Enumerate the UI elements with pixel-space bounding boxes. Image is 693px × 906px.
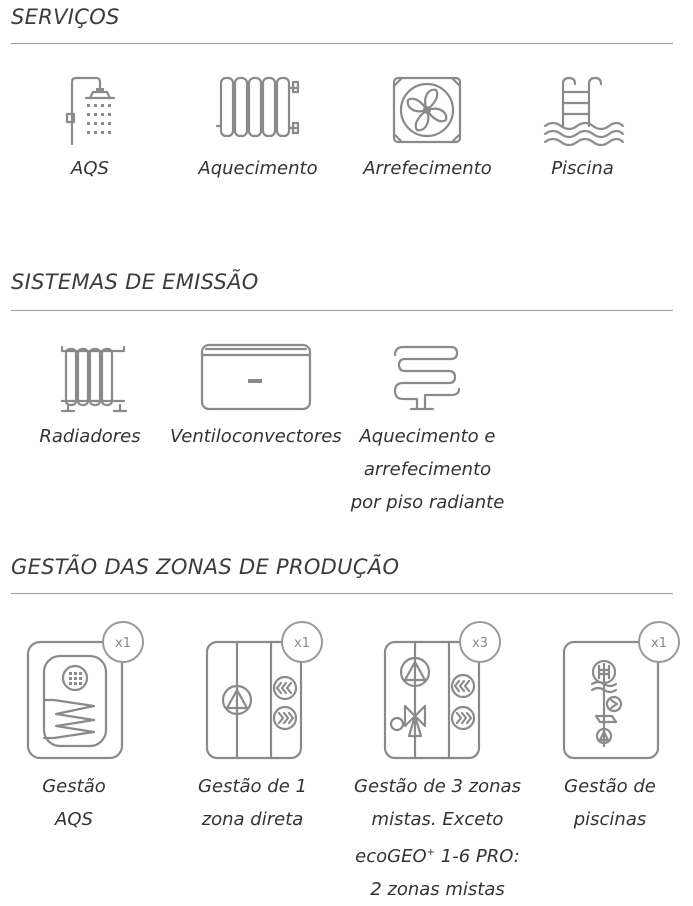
shower-icon	[60, 76, 120, 150]
fan-coil-icon	[200, 343, 312, 415]
section-title-servicos: SERVIÇOS	[11, 5, 120, 29]
dhw-tank-icon: x1	[26, 620, 151, 766]
badge-count: x1	[294, 636, 310, 651]
section-title-gestao: GESTÃO DAS ZONAS DE PRODUÇÃO	[11, 555, 400, 579]
service-label-aquecimento: Aquecimento	[198, 158, 318, 179]
service-label-aqs: AQS	[71, 158, 109, 179]
section-divider	[11, 43, 673, 44]
badge-count: x1	[651, 636, 667, 651]
pool-management-icon: x1	[562, 620, 687, 766]
service-label-arrefecimento: Arrefecimento	[363, 158, 492, 179]
radiator-icon	[58, 343, 128, 417]
direct-zone-icon: x1	[205, 620, 330, 766]
section-divider	[11, 593, 673, 594]
mixed-zones-icon: x3	[383, 620, 508, 766]
zone-label-direta: Gestão de 1 zona direta	[198, 776, 307, 830]
badge-count: x3	[472, 636, 488, 651]
radiator-icon	[215, 76, 301, 144]
zone-label-mistas: Gestão de 3 zonas mistas. Exceto ecoGEO+…	[354, 776, 521, 900]
service-label-piscina: Piscina	[551, 158, 614, 179]
pool-ladder-icon	[543, 76, 625, 150]
fan-icon	[392, 76, 462, 148]
floor-heating-icon	[393, 343, 461, 417]
emission-label-ventiloconvectores: Ventiloconvectores	[170, 426, 342, 447]
emission-label-piso-radiante: Aquecimento e arrefecimento por piso rad…	[350, 426, 505, 513]
emission-label-radiadores: Radiadores	[39, 426, 141, 447]
section-title-emissao: SISTEMAS DE EMISSÃO	[11, 270, 259, 294]
section-divider	[11, 310, 673, 311]
badge-count: x1	[115, 636, 131, 651]
zone-label-gestao-aqs: Gestão AQS	[42, 776, 106, 830]
zone-label-piscinas: Gestão de piscinas	[564, 776, 656, 830]
